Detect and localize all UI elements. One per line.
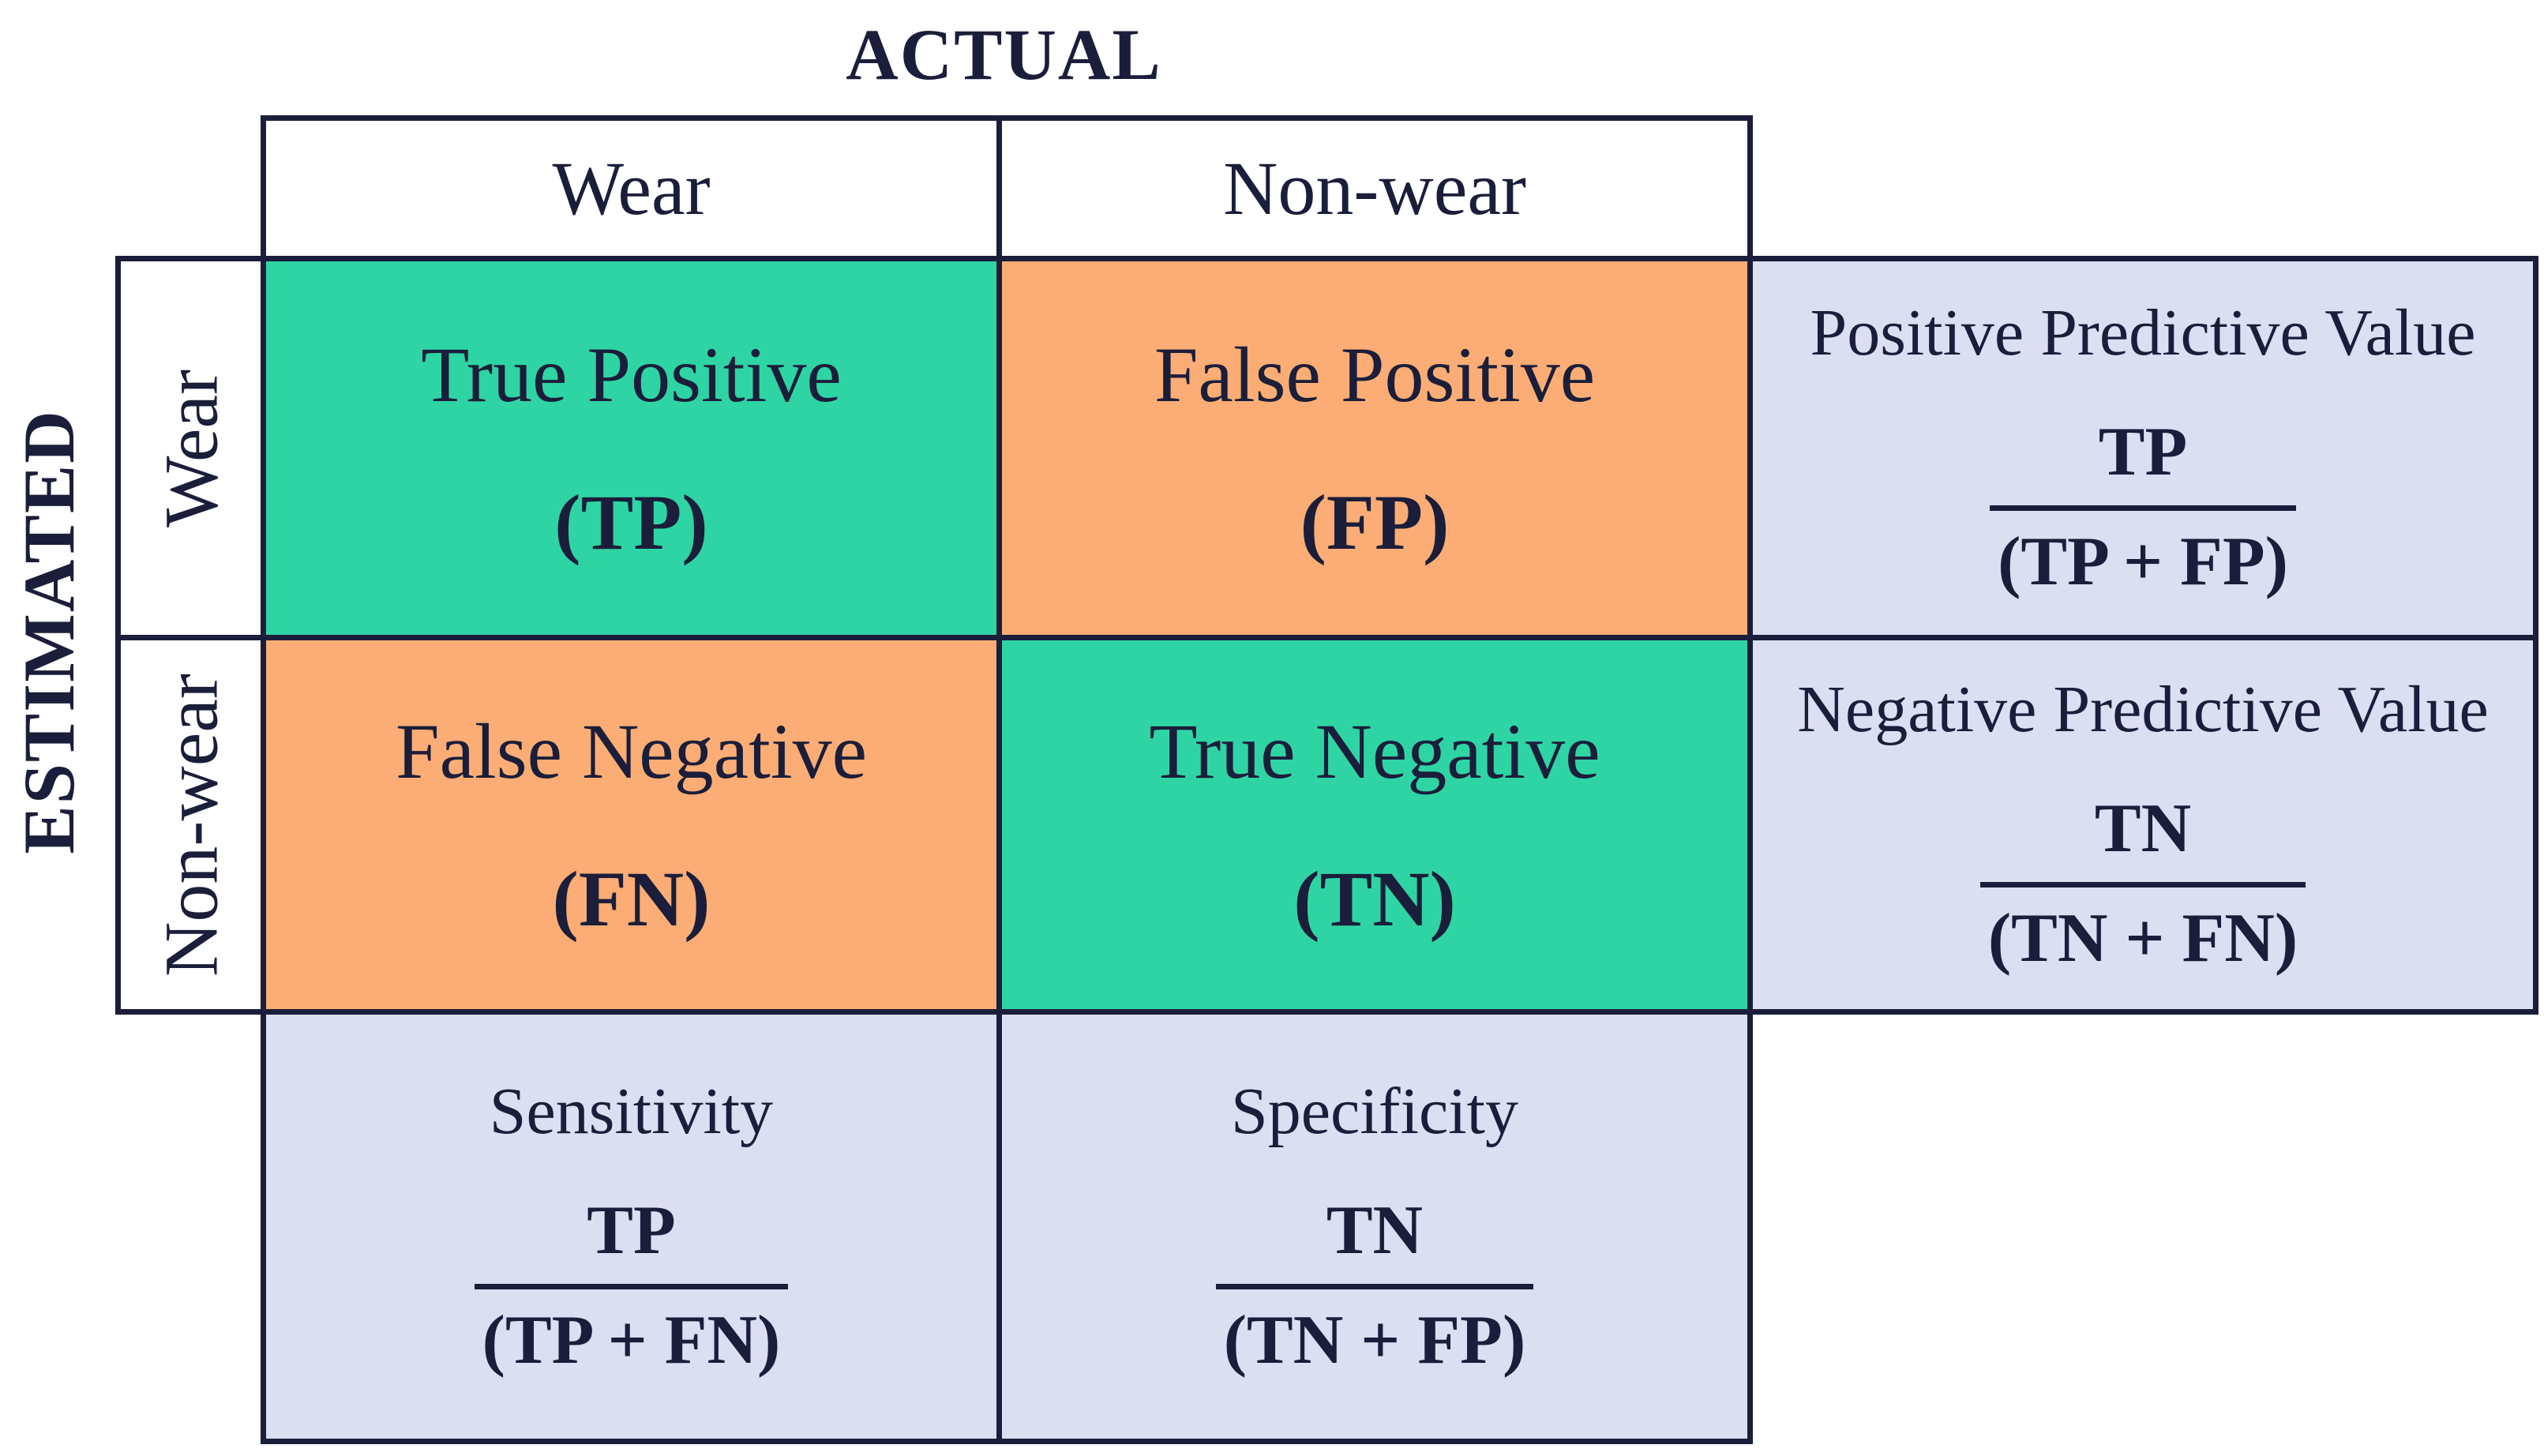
false-negative-title: False Negative	[395, 707, 868, 795]
estimated-wear-row: Wear True Positive (TP) False Positive (…	[115, 256, 2538, 640]
cell-true-positive: True Positive (TP)	[261, 256, 1002, 640]
true-negative-abbrev: (TN)	[1293, 854, 1456, 943]
npv-denominator: (TN + FN)	[1979, 881, 2306, 978]
cell-false-positive: False Positive (FP)	[996, 256, 1753, 640]
column-header-wear: Wear	[261, 115, 1002, 261]
npv-formula: TN (TN + FN)	[1979, 789, 2306, 978]
cell-positive-predictive-value: Positive Predictive Value TP (TP + FP)	[1747, 256, 2538, 640]
ppv-denominator: (TP + FP)	[1990, 505, 2296, 602]
estimated-non-wear-row: Non-wear False Negative (FN) True Negati…	[115, 635, 2538, 1015]
sensitivity-numerator: TP	[587, 1192, 676, 1270]
row-header-wear: Wear	[115, 256, 266, 640]
bottom-metrics-row: Sensitivity TP (TP + FN) Specificity TN …	[118, 1009, 2536, 1444]
column-header-non-wear: Non-wear	[996, 115, 1753, 261]
true-positive-title: True Positive	[421, 330, 842, 418]
false-positive-title: False Positive	[1154, 330, 1596, 418]
cell-false-negative: False Negative (FN)	[261, 635, 1002, 1015]
corner-top-left	[118, 118, 264, 259]
cell-negative-predictive-value: Negative Predictive Value TN (TN + FN)	[1747, 635, 2538, 1015]
specificity-denominator: (TN + FP)	[1215, 1283, 1534, 1380]
specificity-numerator: TN	[1326, 1192, 1424, 1270]
false-negative-abbrev: (FN)	[552, 854, 711, 943]
row-header-non-wear-text: Non-wear	[148, 673, 233, 977]
cell-specificity: Specificity TN (TN + FP)	[996, 1009, 1753, 1444]
false-positive-abbrev: (FP)	[1300, 478, 1450, 566]
actual-axis-label: ACTUAL	[846, 14, 1162, 95]
sensitivity-denominator: (TP + FN)	[474, 1283, 789, 1380]
specificity-title: Specificity	[1231, 1075, 1518, 1149]
ppv-numerator: TP	[2098, 414, 2188, 491]
npv-numerator: TN	[2094, 790, 2192, 868]
row-header-wear-text: Wear	[148, 369, 233, 527]
corner-bottom-left	[118, 1011, 264, 1442]
true-positive-abbrev: (TP)	[554, 478, 708, 566]
sensitivity-formula: TP (TP + FN)	[474, 1191, 789, 1380]
row-header-non-wear: Non-wear	[115, 635, 266, 1015]
specificity-formula: TN (TN + FP)	[1215, 1191, 1534, 1380]
corner-top-right	[1750, 118, 2536, 259]
cell-sensitivity: Sensitivity TP (TP + FN)	[261, 1009, 1002, 1444]
corner-bottom-right	[1750, 1011, 2536, 1442]
ppv-formula: TP (TP + FP)	[1990, 412, 2296, 601]
column-header-row: Wear Non-wear	[118, 115, 2536, 261]
ppv-title: Positive Predictive Value	[1810, 296, 2476, 370]
estimated-axis-label: ESTIMATED	[9, 409, 89, 854]
confusion-matrix-table: Wear Non-wear Wear True Positive (TP) Fa…	[115, 115, 2538, 1444]
true-negative-title: True Negative	[1149, 707, 1600, 795]
npv-title: Negative Predictive Value	[1797, 673, 2489, 747]
sensitivity-title: Sensitivity	[489, 1075, 774, 1149]
cell-true-negative: True Negative (TN)	[996, 635, 1753, 1015]
